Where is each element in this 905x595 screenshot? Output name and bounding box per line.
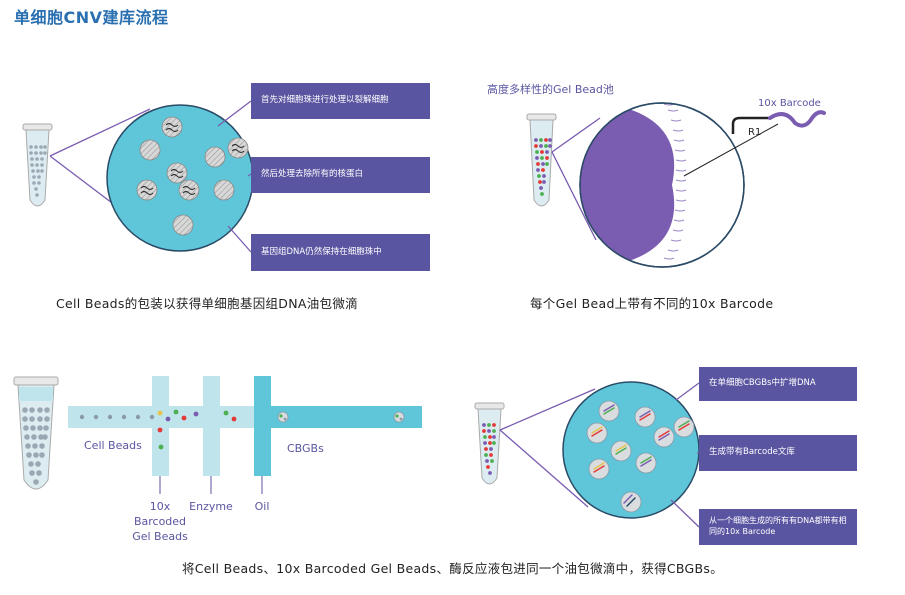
panel3-caption: 将Cell Beads、10x Barcoded Gel Beads、酶反应液包… xyxy=(181,561,724,576)
label-barcoded-gel-beads-3: Gel Beads xyxy=(132,530,188,543)
label-cell-beads: Cell Beads xyxy=(84,439,142,452)
panel2-tube xyxy=(526,113,557,207)
panel4-tube xyxy=(474,402,505,485)
panel4-droplet xyxy=(562,381,700,519)
panel2-caption: 每个Gel Bead上带有不同的10x Barcode xyxy=(530,296,774,311)
panel1-droplet xyxy=(106,104,254,252)
panel2-heading: 高度多样性的Gel Bead池 xyxy=(487,82,614,96)
panel1-step-box-1: 首先对细胞珠进行处理以裂解细胞 xyxy=(251,83,430,119)
barcode-label: 10x Barcode xyxy=(758,98,821,109)
microfluidic-chip xyxy=(68,376,422,476)
label-cbgbs: CBGBs xyxy=(287,442,324,455)
label-oil: Oil xyxy=(255,500,270,513)
label-barcoded-gel-beads-1: 10x xyxy=(150,500,171,513)
panel4-step-box-1: 在单细胞CBGBs中扩增DNA xyxy=(699,367,857,401)
panel4-step-box-2: 生成带有Barcode文库 xyxy=(699,435,857,471)
r1-label: R1 xyxy=(748,127,761,138)
page-title: 单细胞CNV建库流程 xyxy=(14,8,169,27)
panel1-caption: Cell Beads的包装以获得单细胞基因组DNA油包微滴 xyxy=(56,296,358,311)
panel3-tube xyxy=(13,376,59,490)
panel1-step-box-3: 基因组DNA仍然保持在细胞珠中 xyxy=(251,234,430,271)
label-enzyme: Enzyme xyxy=(189,500,233,513)
panel4-step-box-3: 从一个细胞生成的所有有DNA都带有相同的10x Barcode xyxy=(699,509,857,545)
panel1-step-box-2: 然后处理去除所有的核蛋白 xyxy=(251,157,430,193)
panel1-tube xyxy=(22,123,53,207)
gel-bead-magnified xyxy=(579,102,745,268)
barcode-oligo xyxy=(731,110,826,134)
label-barcoded-gel-beads-2: Barcoded xyxy=(134,515,186,528)
